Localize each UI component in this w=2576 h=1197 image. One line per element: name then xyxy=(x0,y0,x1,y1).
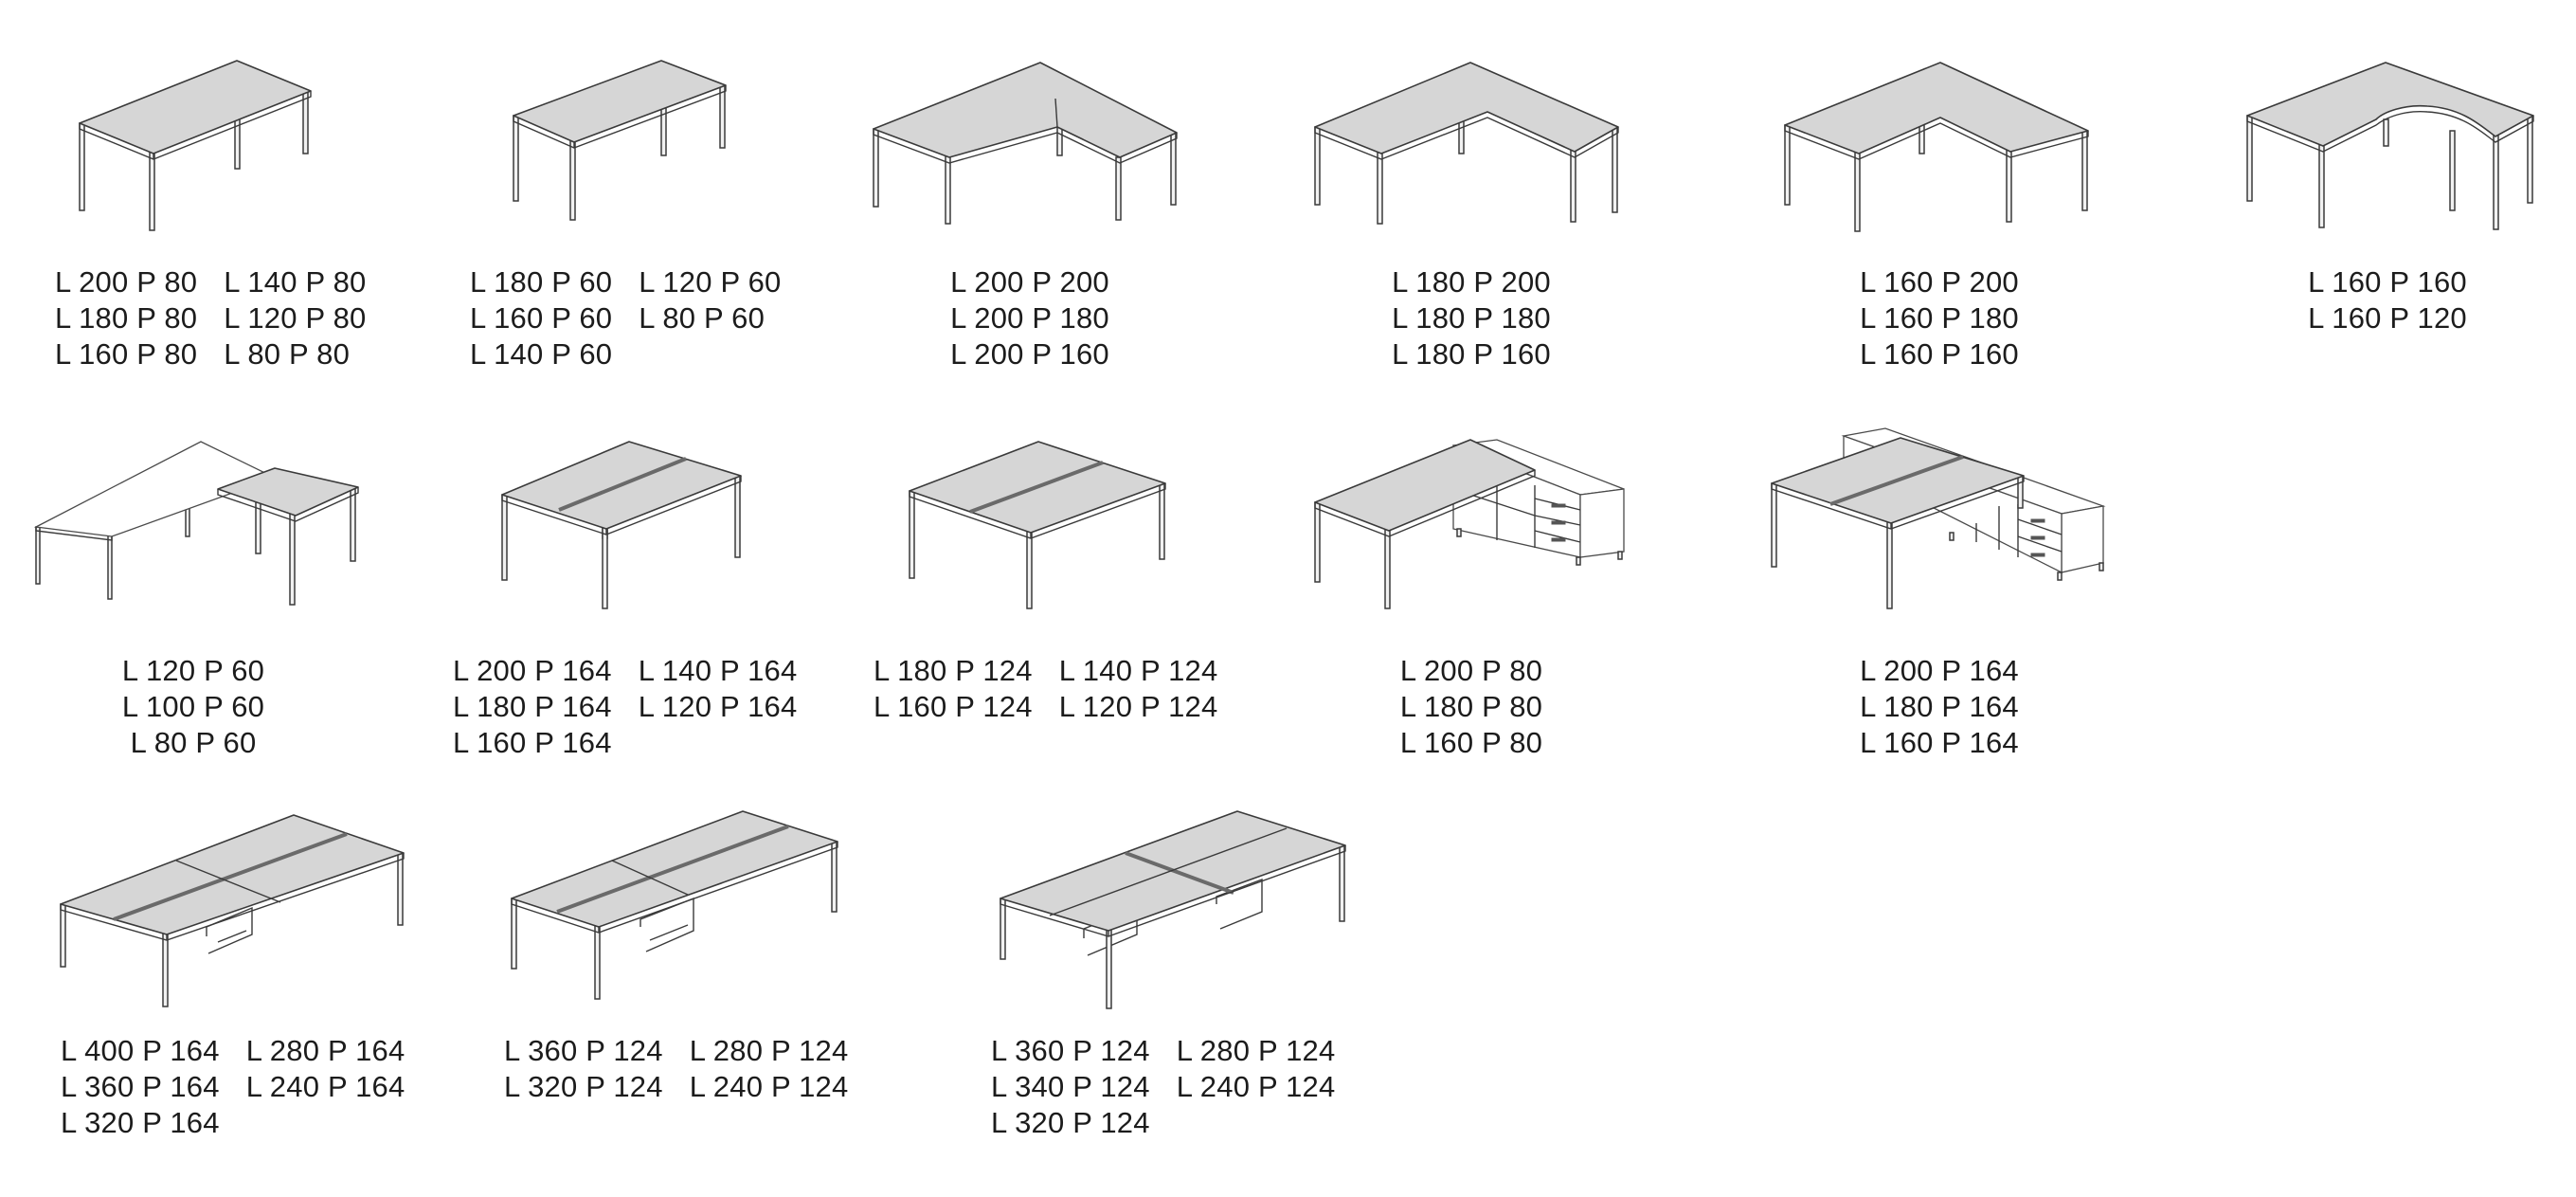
bench-quad-drawing xyxy=(57,811,407,1010)
size-label: L 240 P 164 xyxy=(245,1070,405,1103)
size-label: L 180 P 80 xyxy=(55,301,198,335)
desk-corner-drawing xyxy=(1311,59,1633,229)
size-label: L 100 P 60 xyxy=(121,690,265,723)
size-list: L 200 P 200 L 200 P 180 L 200 P 160 xyxy=(950,264,1109,372)
size-label: L 160 P 200 xyxy=(1860,265,2019,299)
size-label: L 160 P 160 xyxy=(2308,265,2467,299)
desk-corner-drawing xyxy=(1781,59,2103,239)
size-label: L 140 P 80 xyxy=(224,265,367,299)
size-label: L 80 P 60 xyxy=(639,301,766,335)
size-list: L 360 P 124 L 320 P 124 L 280 P 124 L 24… xyxy=(504,1033,848,1105)
size-label: L 360 P 124 xyxy=(504,1034,663,1067)
bench-quad-offset-drawing xyxy=(997,807,1357,1016)
size-label: L 200 P 80 xyxy=(1399,654,1543,687)
size-label: L 280 P 124 xyxy=(689,1034,849,1067)
size-label: L 200 P 164 xyxy=(1860,654,2019,687)
desk-return-drawing xyxy=(32,436,364,616)
size-list: L 120 P 60 L 100 P 60 L 80 P 60 xyxy=(122,653,264,761)
size-label: L 180 P 160 xyxy=(1392,337,1551,371)
size-list: L 180 P 60 L 160 P 60 L 140 P 60 L 120 P… xyxy=(470,264,782,372)
size-label: L 160 P 80 xyxy=(1399,726,1543,759)
bench-quad-drawing xyxy=(508,807,839,1007)
size-list: L 400 P 164 L 360 P 164 L 320 P 164 L 28… xyxy=(61,1033,405,1141)
size-label: L 200 P 160 xyxy=(950,337,1109,371)
desk-straight-narrow-drawing xyxy=(510,57,737,227)
size-label: L 120 P 60 xyxy=(121,654,265,687)
size-list: L 200 P 80 L 180 P 80 L 160 P 80 L 140 P… xyxy=(55,264,367,372)
size-label: L 160 P 60 xyxy=(470,301,613,335)
desk-curved-corner-drawing xyxy=(2243,59,2547,239)
size-label: L 160 P 164 xyxy=(1860,726,2019,759)
size-label: L 160 P 180 xyxy=(1860,301,2019,335)
size-label: L 160 P 160 xyxy=(1860,337,2019,371)
size-label: L 360 P 164 xyxy=(61,1070,220,1103)
size-list: L 200 P 164 L 180 P 164 L 160 P 164 xyxy=(1860,653,2019,761)
size-label: L 140 P 60 xyxy=(470,337,613,371)
desk-straight-drawing xyxy=(76,57,322,237)
size-label: L 180 P 164 xyxy=(1860,690,2019,723)
size-label: L 160 P 164 xyxy=(453,726,612,759)
size-label: L 200 P 200 xyxy=(950,265,1109,299)
size-list: L 160 P 160 L 160 P 120 xyxy=(2308,264,2467,336)
size-label: L 360 P 124 xyxy=(991,1034,1150,1067)
size-label: L 320 P 124 xyxy=(504,1070,663,1103)
bench-with-cabinet-drawing xyxy=(1768,425,2109,614)
size-label: L 120 P 124 xyxy=(1058,690,1218,723)
size-label: L 180 P 80 xyxy=(1399,690,1543,723)
size-label: L 180 P 180 xyxy=(1392,301,1551,335)
size-label: L 340 P 124 xyxy=(991,1070,1150,1103)
size-label: L 180 P 200 xyxy=(1392,265,1551,299)
bench-double-drawing xyxy=(498,438,745,618)
size-list: L 360 P 124 L 340 P 124 L 320 P 124 L 28… xyxy=(991,1033,1335,1141)
size-label: L 160 P 120 xyxy=(2308,301,2467,335)
size-label: L 240 P 124 xyxy=(689,1070,849,1103)
size-label: L 200 P 80 xyxy=(55,265,198,299)
size-label: L 140 P 164 xyxy=(638,654,798,687)
bench-double-drawing xyxy=(906,438,1171,618)
desk-with-cabinet-drawing xyxy=(1311,436,1643,616)
size-label: L 140 P 124 xyxy=(1058,654,1218,687)
size-label: L 280 P 164 xyxy=(245,1034,405,1067)
size-label: L 160 P 124 xyxy=(874,690,1033,723)
size-label: L 200 P 164 xyxy=(453,654,612,687)
size-label: L 180 P 164 xyxy=(453,690,612,723)
size-label: L 180 P 60 xyxy=(470,265,613,299)
size-label: L 80 P 80 xyxy=(224,337,351,371)
size-label: L 200 P 180 xyxy=(950,301,1109,335)
size-label: L 400 P 164 xyxy=(61,1034,220,1067)
size-label: L 320 P 164 xyxy=(61,1106,220,1139)
size-label: L 120 P 80 xyxy=(224,301,367,335)
size-label: L 80 P 60 xyxy=(130,726,257,759)
size-label: L 280 P 124 xyxy=(1176,1034,1336,1067)
size-list: L 180 P 124 L 160 P 124 L 140 P 124 L 12… xyxy=(874,653,1217,725)
size-list: L 200 P 164 L 180 P 164 L 160 P 164 L 14… xyxy=(453,653,797,761)
size-label: L 180 P 124 xyxy=(874,654,1033,687)
size-list: L 200 P 80 L 180 P 80 L 160 P 80 xyxy=(1400,653,1542,761)
size-label: L 120 P 60 xyxy=(639,265,782,299)
size-label: L 240 P 124 xyxy=(1176,1070,1336,1103)
size-label: L 160 P 80 xyxy=(55,337,198,371)
size-list: L 180 P 200 L 180 P 180 L 180 P 160 xyxy=(1392,264,1551,372)
size-label: L 320 P 124 xyxy=(991,1106,1150,1139)
size-list: L 160 P 200 L 160 P 180 L 160 P 160 xyxy=(1860,264,2019,372)
desk-corner-drawing xyxy=(870,59,1192,229)
size-label: L 120 P 164 xyxy=(638,690,798,723)
